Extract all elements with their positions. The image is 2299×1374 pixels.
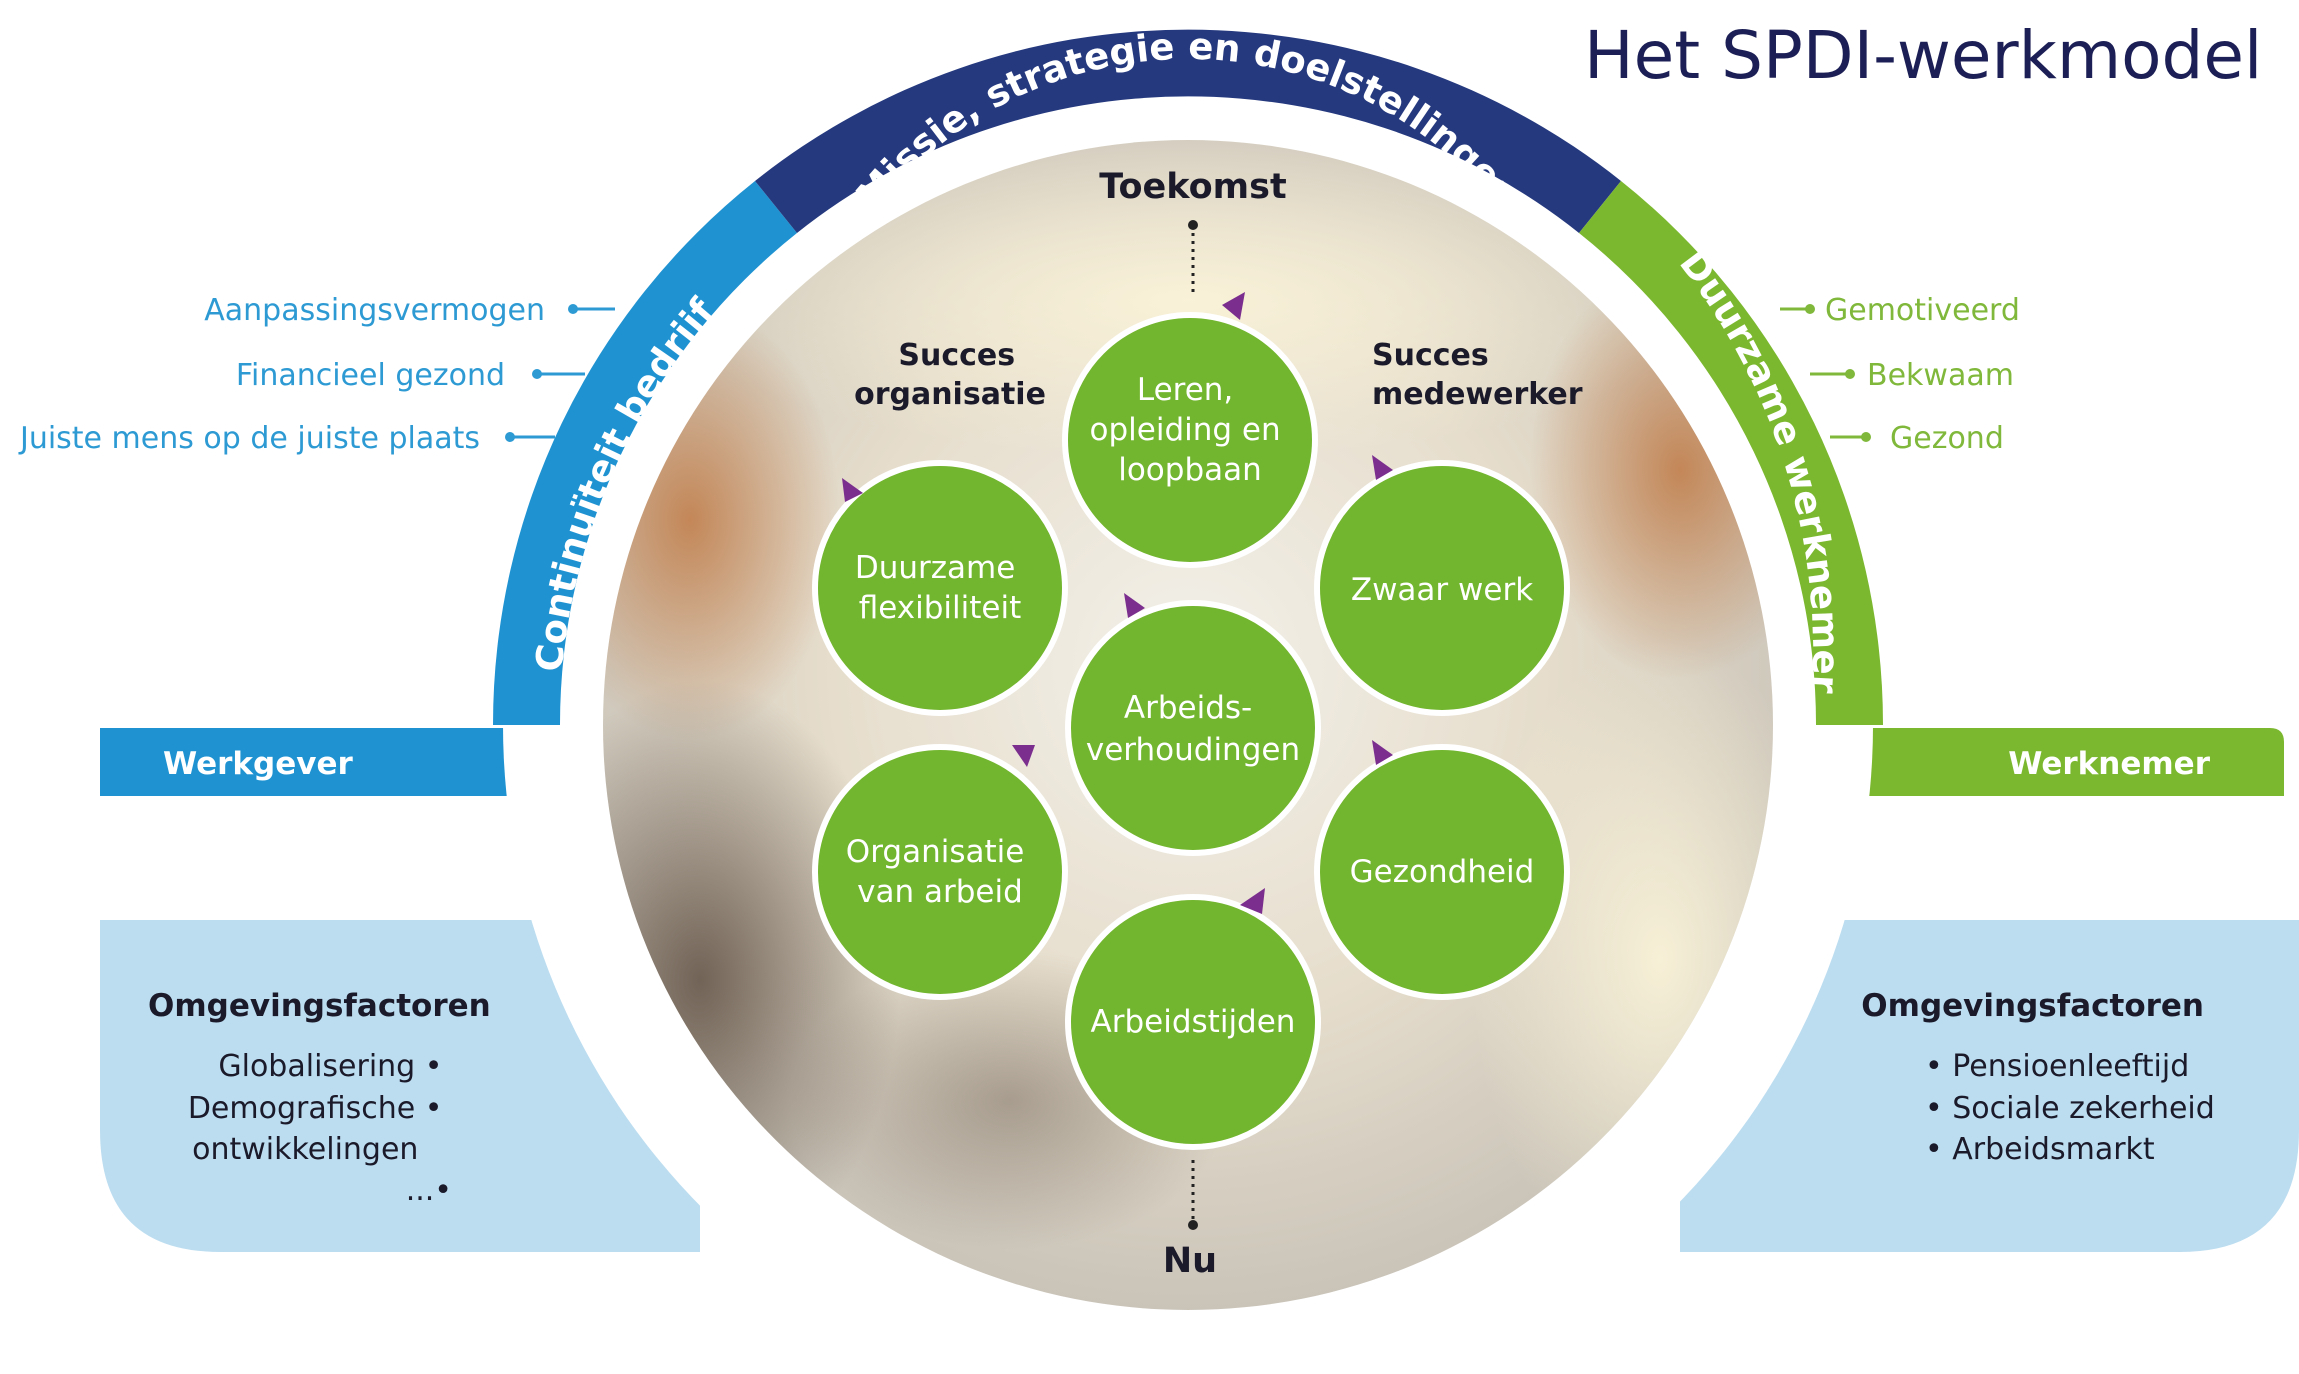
outcome-aanpassingsvermogen: Aanpassingsvermogen (204, 293, 545, 328)
svg-text:Duurzame flexibiliteit: Duurzame flexibiliteit (855, 550, 1025, 626)
svg-text:Gezondheid: Gezondheid (1350, 854, 1535, 890)
svg-text:Organisatie van arbeid: Organisatie van arbeid (846, 834, 1034, 910)
ring-segment-left (492, 181, 797, 725)
env-right-items: • Pensioenleeftijd • Sociale zekerheid •… (1925, 1049, 2224, 1167)
outcome-gemotiveerd: Gemotiveerd (1825, 293, 2020, 328)
outcome-juiste-mens: Juiste mens op de juiste plaats (18, 421, 480, 456)
outcome-bekwaam: Bekwaam (1867, 358, 2014, 393)
left-outcomes: Aanpassingsvermogen Financieel gezond Ju… (18, 293, 615, 456)
environment-box-left (100, 920, 700, 1252)
ring-segment-top (755, 29, 1621, 233)
circle-leren-opleiding-loopbaan: Leren, opleiding en loopbaan (1062, 292, 1318, 568)
svg-text:Leren, opleiding en: Leren, opleiding en loopbaan (1090, 372, 1291, 488)
outcome-gezond: Gezond (1890, 421, 2004, 456)
header-succes-organisatie: Succes organisatie (854, 338, 1046, 412)
env-left-items: Globalisering • Demografische • ontwikke… (188, 1049, 452, 1208)
environment-box-right (1680, 920, 2299, 1252)
axis-label-toekomst: Toekomst (1099, 167, 1286, 207)
circle-gezondheid: Gezondheid (1314, 740, 1570, 1000)
svg-text:Zwaar werk: Zwaar werk (1351, 572, 1533, 608)
env-right-title: Omgevingsfactoren (1861, 988, 2204, 1024)
right-outcomes: Gemotiveerd Bekwaam Gezond (1780, 293, 2020, 456)
bar-label-werknemer: Werknemer (2008, 746, 2210, 782)
axis-label-nu: Nu (1163, 1241, 1217, 1281)
axis-top-dot (1188, 220, 1198, 230)
circle-organisatie-van-arbeid: Organisatie van arbeid (812, 744, 1068, 1000)
bar-label-werkgever: Werkgever (163, 746, 353, 782)
page-title: Het SPDI-werkmodel (1584, 17, 2262, 94)
werknemer-bar (1816, 728, 2284, 796)
outcome-financieel-gezond: Financieel gezond (236, 358, 505, 393)
svg-text:Arbeids- verhoudingen: Arbeids- verhoudingen (1086, 690, 1300, 768)
circle-arbeidstijden: Arbeidstijden (1065, 888, 1321, 1150)
header-succes-medewerker: Succes medewerker (1372, 338, 1583, 412)
env-left-title: Omgevingsfactoren (148, 988, 491, 1024)
circle-zwaar-werk: Zwaar werk (1314, 455, 1570, 716)
circle-duurzame-flexibiliteit: Duurzame flexibiliteit (812, 460, 1068, 716)
werkgever-bar (100, 728, 560, 796)
axis-bottom-dot (1188, 1220, 1198, 1230)
svg-text:Arbeidstijden: Arbeidstijden (1091, 1004, 1296, 1040)
circle-arbeidsverhoudingen: Arbeids- verhoudingen (1065, 593, 1321, 856)
ring-segment-right (1579, 181, 1884, 725)
